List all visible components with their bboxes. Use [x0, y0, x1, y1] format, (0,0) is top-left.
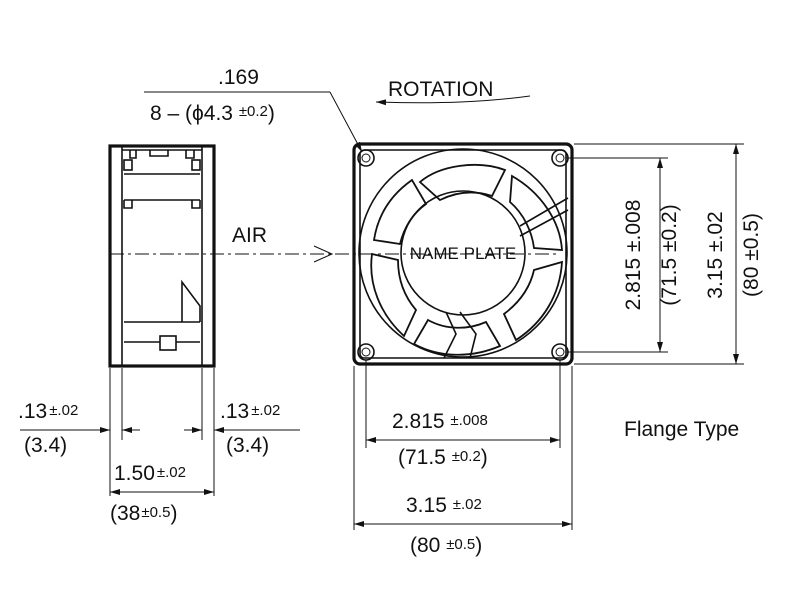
hole-pitch-vertical-inch: 2.815 ±.008 [622, 200, 645, 311]
right-flange-mm: (3.4) [226, 434, 269, 457]
hole-callout-leader [329, 91, 363, 153]
mounting-hole-top-left [357, 149, 375, 167]
hole-pitch-horizontal-mm: (71.5 ±0.2) [398, 446, 488, 469]
nameplate-label: NAME PLATE [410, 244, 516, 263]
side-view [20, 144, 300, 496]
hole-pitch-horizontal-inch: 2.815 ±.008 [392, 410, 488, 433]
overall-height-mm: (80 ±0.5) [740, 213, 763, 297]
overall-width-inch: 3.15 ±.02 [406, 494, 482, 517]
side-tab-left [123, 159, 133, 171]
overall-height-inch: 3.15 ±.02 [704, 211, 727, 298]
depth-inch: 1.50±.02 [114, 462, 186, 485]
side-view-outline [108, 144, 216, 368]
fan-frame-outline [352, 142, 574, 366]
strut-upper [519, 197, 569, 237]
hole-callout-inch: .169 [218, 66, 259, 89]
side-connector [159, 335, 177, 351]
air-label: AIR [232, 224, 267, 247]
venturi-ring [358, 148, 568, 358]
hole-callout-mm: 8 – (ϕ4.3 ±0.2) [150, 102, 275, 125]
left-flange-inch: .13±.02 [18, 400, 78, 423]
overall-width-mm: (80 ±0.5) [410, 534, 482, 557]
fan-frame-inner [359, 149, 567, 359]
fan-blades [370, 164, 563, 356]
strut-lower [443, 311, 477, 359]
right-flange-inch: .13±.02 [220, 400, 280, 423]
side-top-detail [122, 149, 202, 159]
front-view [352, 142, 574, 366]
rotation-label: ROTATION [388, 78, 493, 101]
depth-mm: (38±0.5) [110, 502, 177, 525]
side-strut [181, 279, 201, 322]
side-housing-clips [123, 200, 201, 209]
hole-pitch-vertical-mm: (71.5 ±0.2) [658, 204, 681, 305]
left-flange-mm: (3.4) [24, 434, 67, 457]
air-flow-arrow [313, 245, 334, 263]
side-tab-right [191, 159, 201, 171]
rotation-arrow [375, 95, 531, 106]
flange-type-label: Flange Type [624, 418, 739, 441]
